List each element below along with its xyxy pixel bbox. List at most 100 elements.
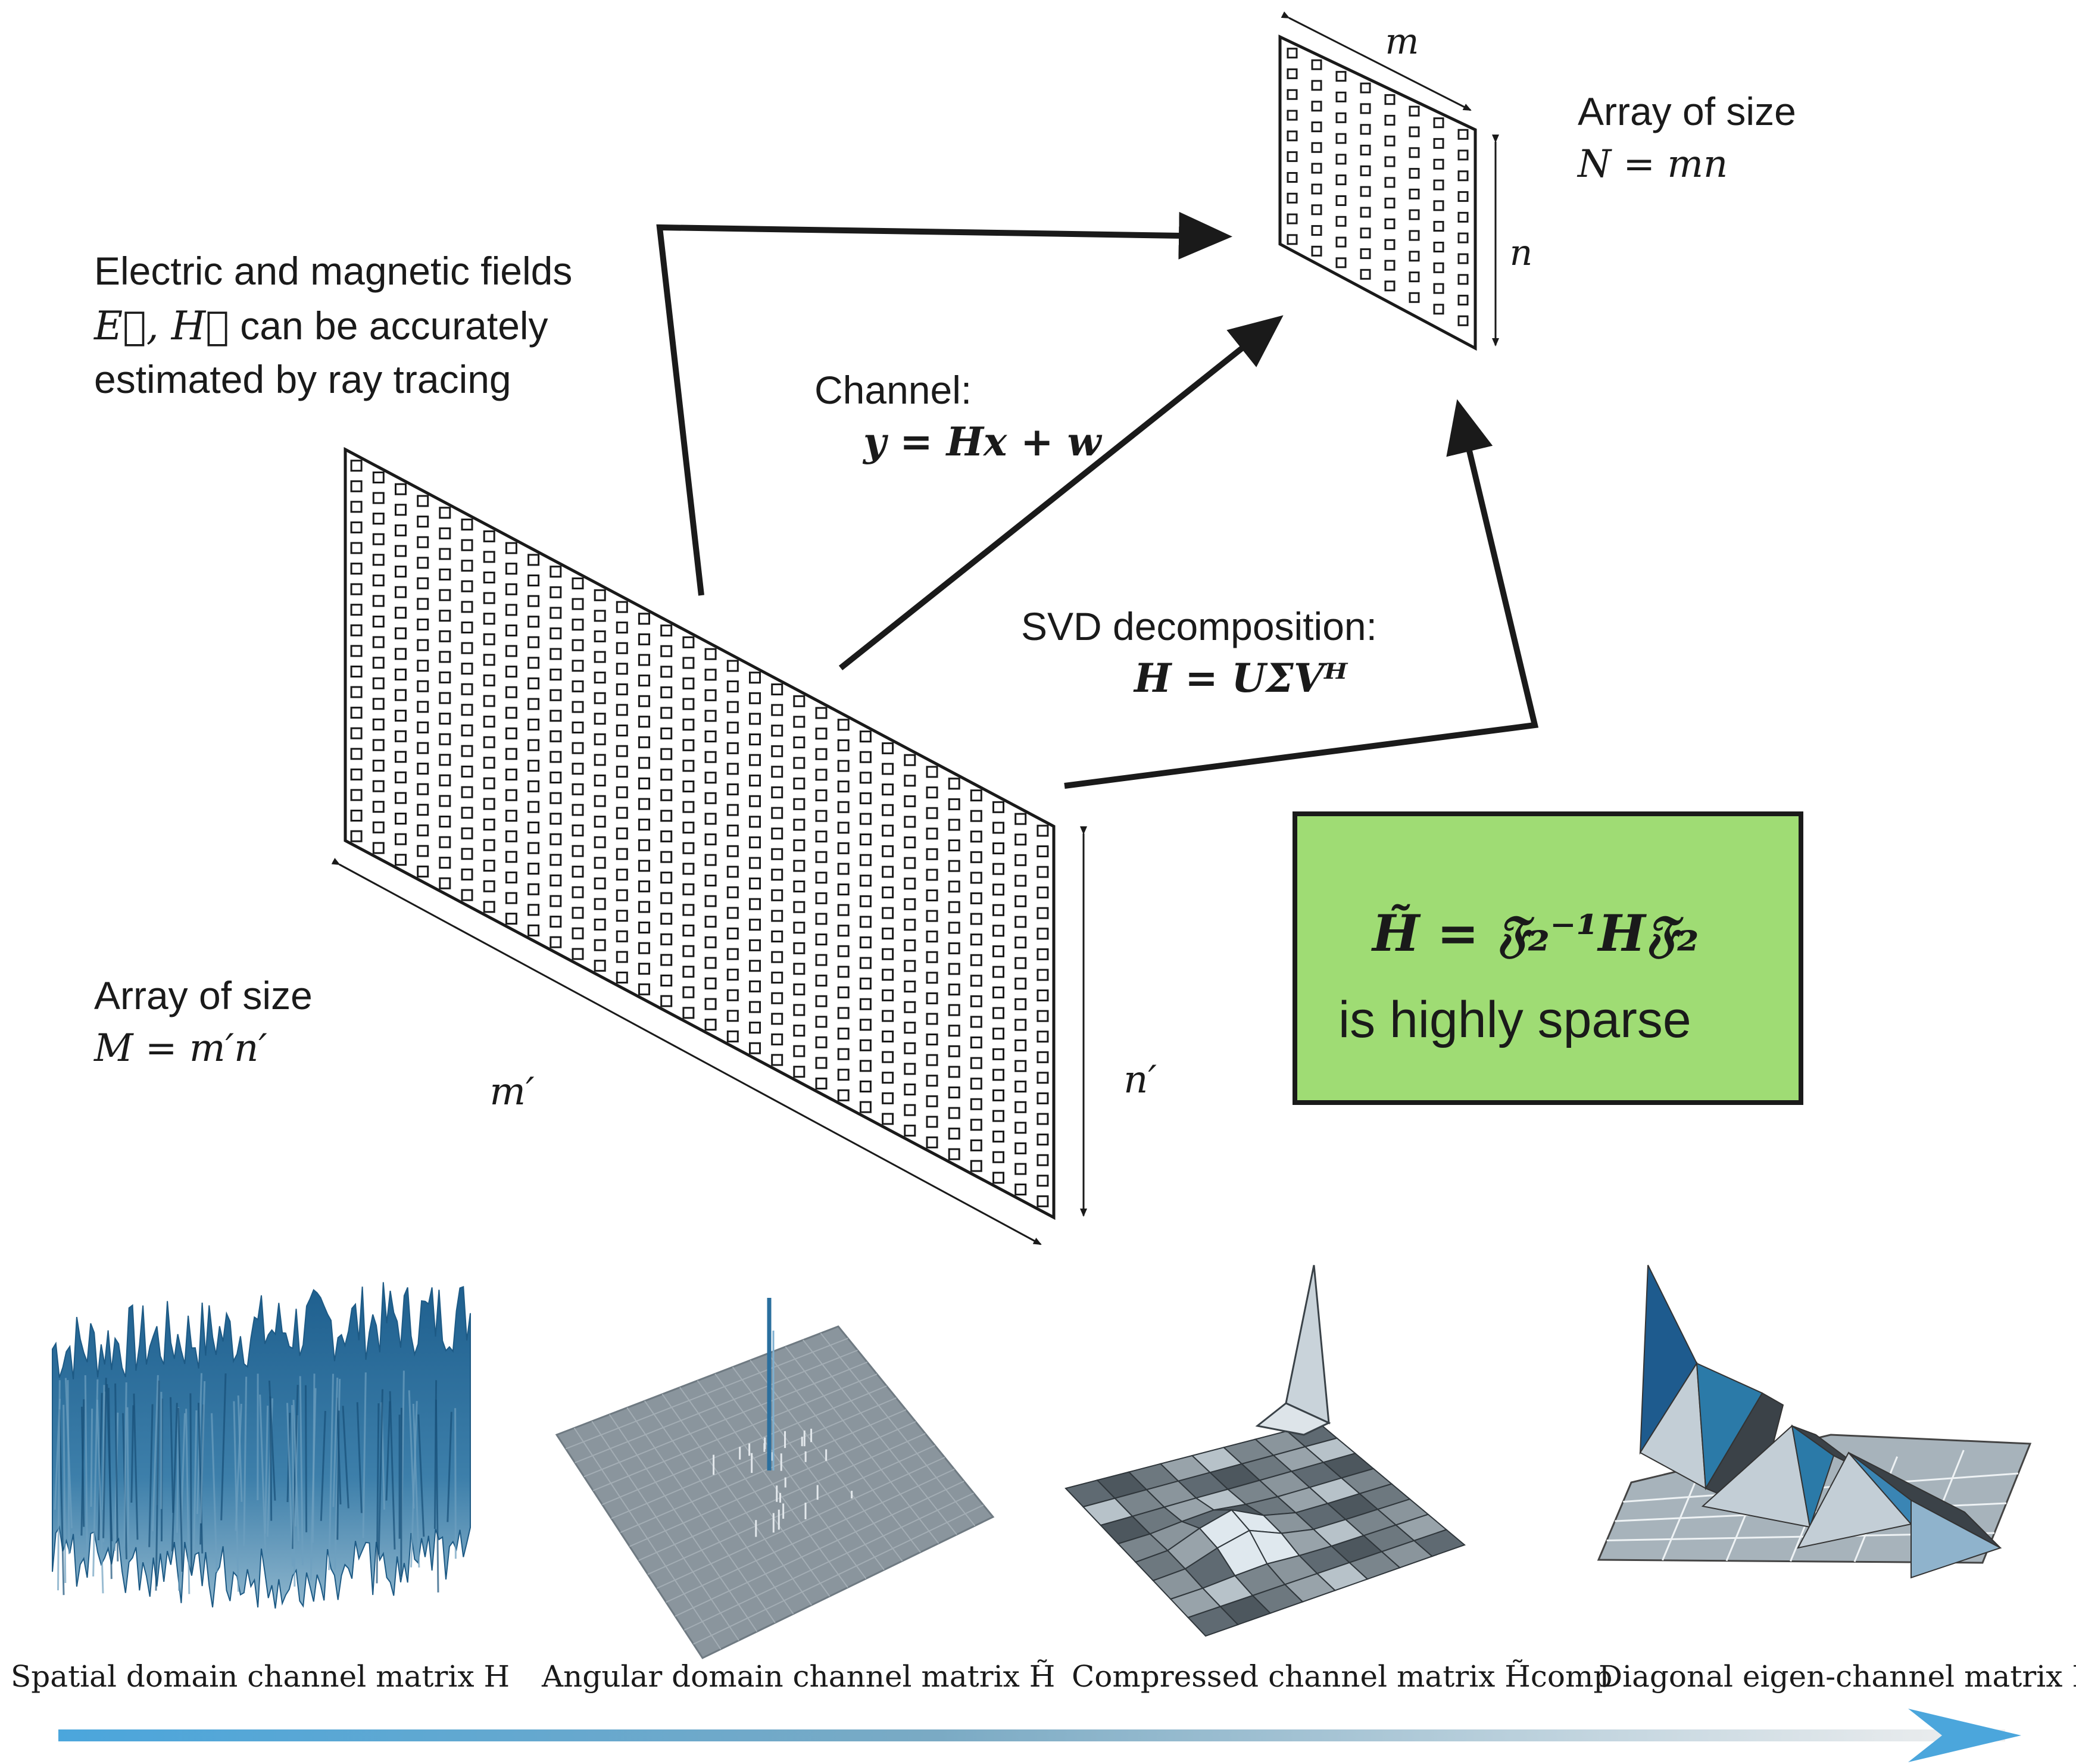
antenna-element <box>859 1101 872 1113</box>
antenna-element <box>771 848 783 860</box>
antenna-element <box>837 966 850 978</box>
antenna-element <box>749 733 761 745</box>
processing-flow-arrow <box>58 1709 2021 1762</box>
antenna-element <box>970 933 982 946</box>
antenna-element <box>726 660 739 672</box>
antenna-element <box>1311 163 1322 174</box>
antenna-element <box>904 775 916 787</box>
antenna-element <box>926 910 938 922</box>
antenna-element <box>350 604 363 616</box>
antenna-element <box>439 795 451 807</box>
antenna-element <box>594 939 606 951</box>
antenna-element <box>970 1078 982 1090</box>
antenna-element <box>572 598 584 610</box>
antenna-element <box>1384 280 1396 292</box>
antenna-element <box>638 613 650 625</box>
antenna-element <box>616 786 628 798</box>
antenna-element <box>815 769 828 781</box>
antenna-element <box>1335 236 1347 248</box>
antenna-element <box>550 895 562 907</box>
antenna-element <box>970 913 982 925</box>
antenna-element <box>350 768 363 780</box>
antenna-element <box>417 598 429 610</box>
antenna-element <box>483 716 495 728</box>
antenna-element <box>1287 151 1298 163</box>
antenna-element <box>682 801 695 813</box>
antenna-element <box>616 951 628 963</box>
antenna-element <box>859 854 872 866</box>
antenna-element <box>1037 969 1049 981</box>
antenna-element <box>682 986 695 998</box>
antenna-element <box>550 669 562 681</box>
antenna-element <box>461 683 473 695</box>
antenna-element <box>550 833 562 845</box>
antenna-element <box>926 1013 938 1025</box>
antenna-element <box>1037 1010 1049 1022</box>
antenna-element <box>417 639 429 651</box>
antenna-element <box>926 828 938 840</box>
antenna-element <box>1384 260 1396 271</box>
antenna-element <box>749 713 761 725</box>
antenna-element <box>926 807 938 819</box>
antenna-element <box>948 1128 960 1140</box>
antenna-element <box>505 625 517 636</box>
antenna-element <box>726 989 739 1001</box>
antenna-element <box>527 677 540 689</box>
antenna-element <box>461 766 473 778</box>
antenna-element <box>1311 121 1322 133</box>
antenna-element <box>1311 183 1322 195</box>
antenna-element <box>594 713 606 725</box>
antenna-element <box>660 975 673 986</box>
antenna-element <box>882 783 894 796</box>
antenna-element <box>616 889 628 901</box>
antenna-element <box>1014 1101 1027 1113</box>
antenna-element <box>704 792 717 804</box>
antenna-element <box>350 501 363 513</box>
antenna-element <box>439 610 451 622</box>
antenna-element <box>682 822 695 834</box>
antenna-element <box>638 675 650 687</box>
antenna-element <box>461 807 473 819</box>
antenna-element <box>704 730 717 742</box>
large-array-m-label: m′ <box>489 1070 535 1114</box>
antenna-element <box>372 533 385 545</box>
antenna-element <box>638 880 650 892</box>
antenna-element <box>682 945 695 957</box>
antenna-element <box>505 583 517 595</box>
antenna-element <box>461 560 473 572</box>
antenna-element <box>948 1004 960 1016</box>
antenna-element <box>837 1028 850 1040</box>
antenna-element <box>726 1010 739 1022</box>
caption-angular: Angular domain channel matrix H̃ <box>541 1659 1055 1694</box>
antenna-element <box>1409 168 1420 179</box>
antenna-element <box>948 839 960 851</box>
antenna-element <box>859 792 872 804</box>
antenna-element <box>417 516 429 528</box>
antenna-element <box>1037 825 1049 837</box>
antenna-element <box>439 754 451 766</box>
antenna-element <box>395 730 407 742</box>
antenna-element <box>1287 130 1298 142</box>
antenna-element <box>572 577 584 589</box>
antenna-element <box>505 686 517 698</box>
antenna-element <box>749 939 761 951</box>
antenna-element <box>1457 170 1469 182</box>
antenna-element <box>1014 957 1027 969</box>
antenna-element <box>948 963 960 975</box>
antenna-element <box>417 495 429 507</box>
antenna-element <box>926 1054 938 1066</box>
antenna-element <box>793 1025 806 1037</box>
antenna-element <box>550 627 562 639</box>
antenna-element <box>859 936 872 948</box>
antenna-element <box>505 789 517 801</box>
antenna-element <box>660 666 673 678</box>
antenna-element <box>638 757 650 769</box>
antenna-element <box>550 566 562 578</box>
antenna-element <box>1014 854 1027 866</box>
antenna-element <box>726 845 739 857</box>
antenna-element <box>682 636 695 648</box>
antenna-element <box>815 1057 828 1069</box>
antenna-element <box>638 942 650 954</box>
antenna-element <box>882 989 894 1001</box>
antenna-element <box>948 1045 960 1057</box>
